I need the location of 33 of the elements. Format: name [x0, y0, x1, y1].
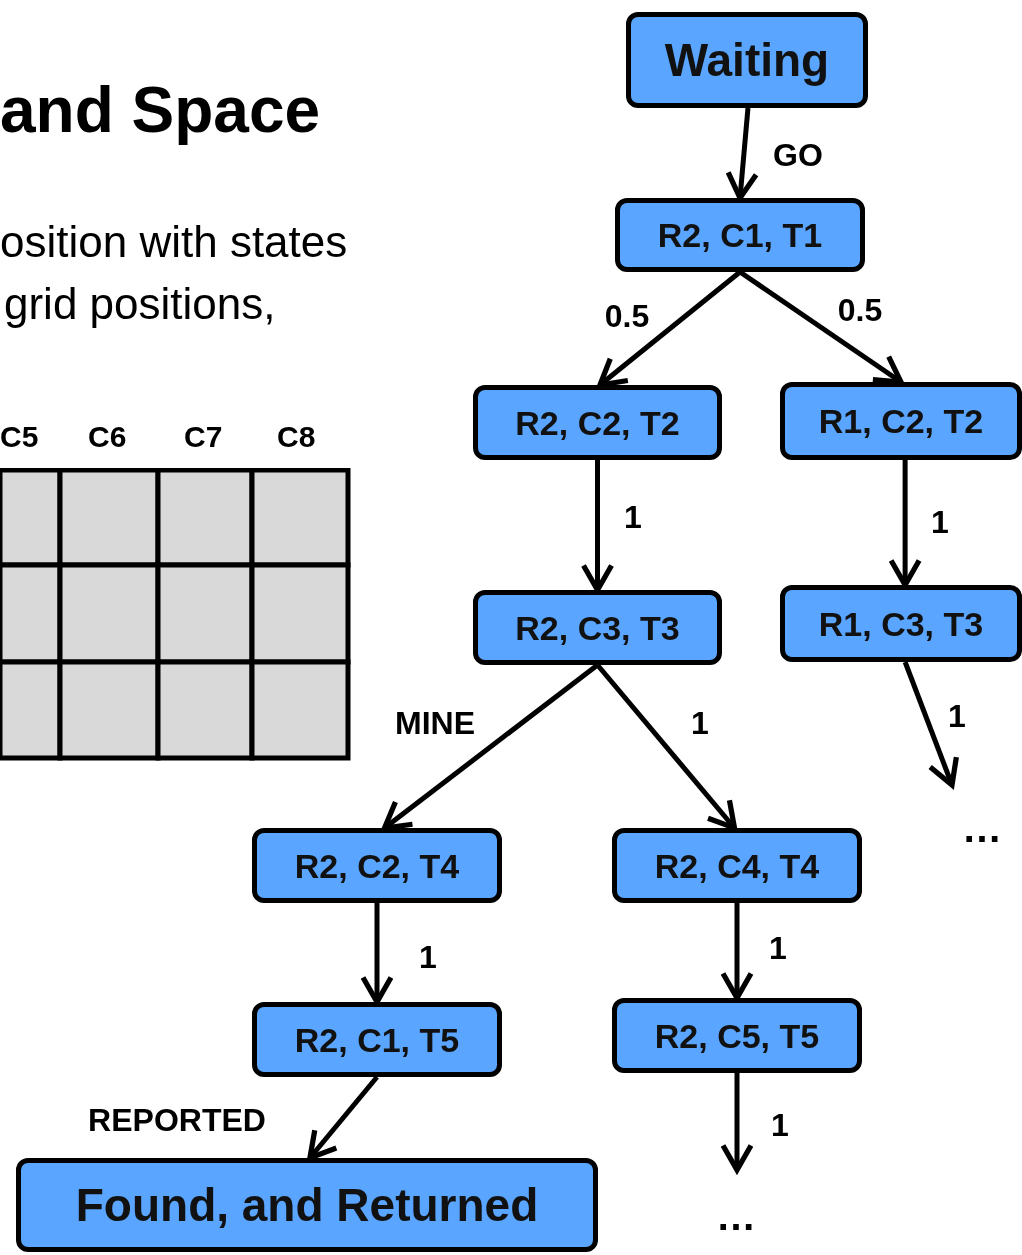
column-header: C8	[277, 422, 316, 452]
arrow	[902, 661, 959, 788]
continuation-ellipsis: …	[716, 1196, 756, 1236]
edge-label: 0.5	[604, 300, 650, 332]
state-box: R2, C3, T3	[473, 590, 722, 665]
column-header: C5	[0, 422, 39, 452]
edge-label: 0.5	[837, 294, 883, 326]
column-header: C7	[184, 422, 223, 452]
state-box: Found, and Returned	[16, 1158, 598, 1252]
edge-label: 1	[691, 707, 709, 739]
body-text: osition with states	[0, 220, 348, 264]
edge-label: MINE	[395, 707, 475, 739]
continuation-ellipsis: …	[962, 808, 1002, 848]
edge-label: 1	[948, 700, 966, 732]
state-box: R2, C2, T4	[252, 828, 502, 903]
state-box: R2, C2, T2	[473, 385, 722, 460]
column-header: C6	[88, 422, 127, 452]
arrow	[720, 1073, 754, 1173]
body-text: grid positions,	[4, 282, 276, 326]
state-box: R1, C2, T2	[780, 382, 1022, 460]
state-box: R2, C5, T5	[612, 998, 862, 1073]
edge-label: REPORTED	[88, 1104, 266, 1136]
state-box: Waiting	[626, 12, 868, 108]
state-box: R2, C4, T4	[612, 828, 862, 903]
state-box: R1, C3, T3	[780, 585, 1022, 662]
state-box: R2, C1, T5	[252, 1002, 502, 1077]
edge-label: GO	[773, 139, 823, 171]
edge-label: 1	[769, 932, 787, 964]
edge-label: 1	[419, 941, 437, 973]
state-box: R2, C1, T1	[615, 198, 865, 272]
edge-label: 1	[931, 506, 949, 538]
edge-label: 1	[624, 501, 642, 533]
edge-label: 1	[771, 1109, 789, 1141]
